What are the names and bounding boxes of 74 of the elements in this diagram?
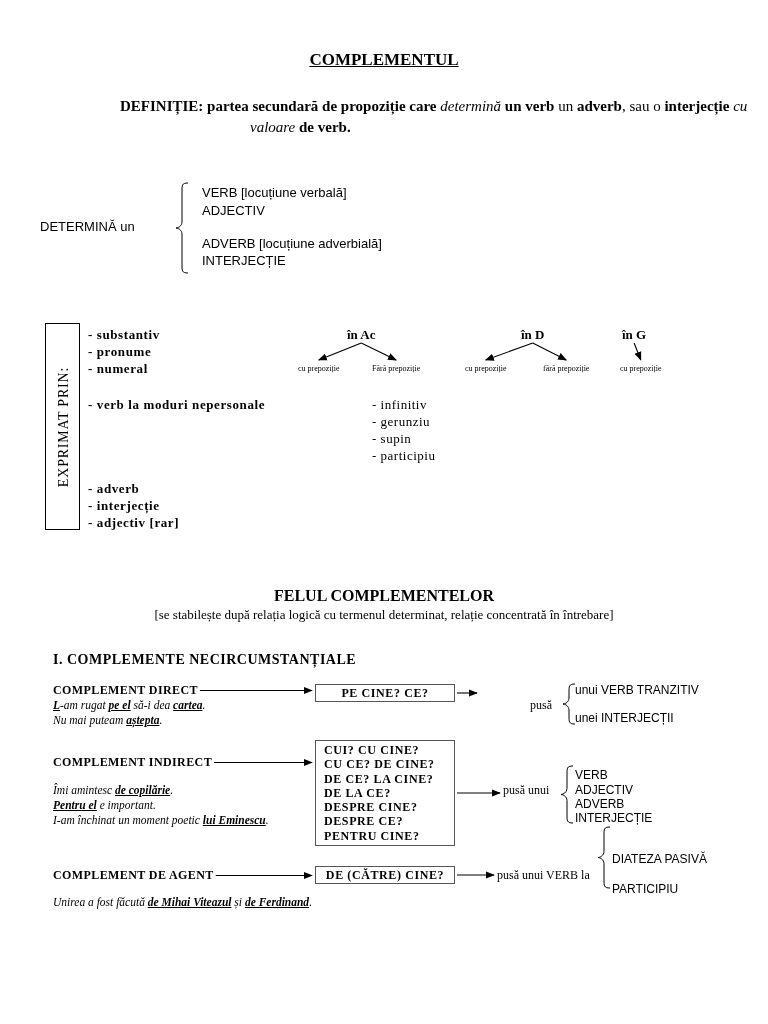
term-label: COMPLEMENT DE AGENT: [53, 868, 214, 883]
option-text: cu prepoziție: [620, 361, 662, 376]
option-text: cu prepoziție: [465, 361, 507, 376]
list-item: - gerunziu: [372, 414, 431, 429]
option-text: Fără prepoziție: [372, 361, 421, 376]
arrow: [456, 789, 501, 797]
example-sentence: Pentru el e important.: [53, 798, 156, 813]
definition-text: DEFINIȚIE: partea secundară de propoziție care determină un verb un adverb, sau o interjecție cu valoare de verb.: [120, 97, 749, 137]
list-item: - interjecție: [88, 498, 160, 513]
question-text: PENTRU CINE?: [324, 828, 421, 844]
list-item: INTERJECȚIE: [202, 253, 286, 268]
arrow: [456, 689, 478, 697]
connector-text: pusă: [530, 698, 552, 713]
question-text: DESPRE CINE?: [324, 800, 419, 815]
list-item: unui VERB TRANZITIV: [575, 683, 699, 698]
term-label: COMPLEMENT INDIRECT: [53, 755, 213, 770]
list-item: - pronume: [88, 344, 152, 359]
question-box: [315, 740, 455, 847]
list-item: - infinitiv: [372, 397, 427, 412]
list-item: ADVERB: [575, 797, 625, 812]
question-text: DE (CĂTRE) CINE?: [324, 868, 446, 882]
option-text: fără prepoziție: [543, 361, 590, 376]
example-sentence: Unirea a fost făcută de Mihai Viteazul și de Ferdinand.: [53, 895, 312, 910]
term-label: COMPLEMENT DIRECT: [53, 683, 198, 698]
list-item: - adjectiv [rar]: [88, 515, 180, 530]
arrow: [484, 342, 534, 361]
page-title: COMPLEMENTUL: [308, 50, 460, 70]
arrow: [360, 342, 397, 361]
section-heading: FELUL COMPLEMENTELOR: [273, 588, 495, 603]
arrow: [456, 871, 495, 879]
list-item: unei INTERJECȚII: [575, 711, 674, 726]
example-sentence: Îmi amintesc de copilărie.: [53, 783, 174, 798]
list-item: ADJECTIV: [575, 783, 633, 798]
arrow: [199, 686, 313, 695]
case-label: în Ac: [347, 327, 376, 342]
arrow: [213, 758, 313, 767]
list-item: INTERJECȚIE: [575, 811, 653, 826]
example-sentence: I-am închinat un moment poetic lui Eminescu.: [53, 813, 269, 828]
list-item: DIATEZA PASIVĂ: [612, 852, 707, 867]
vertical-label: EXPRIMAT PRIN:: [55, 366, 70, 487]
question-text: CU CE? DE CINE?: [324, 757, 436, 772]
list-item: - numeral: [88, 361, 148, 376]
list-item: ADJECTIV: [202, 203, 265, 218]
question-box: [315, 684, 455, 702]
question-box: [315, 866, 455, 884]
intro-text: DETERMINĂ un: [40, 219, 135, 234]
vertical-label-box: [45, 323, 80, 530]
example-sentence: Nu mai puteam aștepta.: [53, 713, 163, 728]
list-item: ADVERB [locuțiune adverbială]: [202, 236, 382, 251]
list-item: - substantiv: [88, 327, 160, 342]
list-item: - adverb: [88, 481, 140, 496]
list-item: VERB: [575, 768, 608, 783]
option-text: cu prepoziție: [298, 361, 340, 376]
question-text: CUI? CU CINE?: [324, 743, 421, 758]
subsection-heading: I. COMPLEMENTE NECIRCUMSTANȚIALE: [53, 652, 357, 667]
question-text: DE CE? LA CINE?: [324, 771, 435, 786]
section-note: [se stabilește după relația logică cu termenul determinat, relație concentrată în întrebare]: [153, 607, 615, 622]
question-text: PE CINE? CE?: [340, 686, 430, 700]
connector-text: pusă unui: [503, 783, 550, 798]
arrow: [317, 342, 362, 361]
list-item: - supin: [372, 431, 412, 446]
list-item: PARTICIPIU: [612, 882, 679, 897]
arrow: [215, 871, 313, 880]
case-label: în G: [622, 327, 647, 342]
list-item: - verb la moduri nepersonale: [88, 397, 266, 412]
example-sentence: L-am rugat pe el să-i dea cartea.: [53, 698, 206, 713]
arrow: [532, 342, 567, 361]
question-text: DE LA CE?: [324, 785, 392, 801]
arrow: [633, 342, 642, 361]
connector-text: pusă unui VERB la: [497, 868, 590, 883]
list-item: VERB [locuțiune verbală]: [202, 185, 347, 200]
question-text: DESPRE CE?: [324, 814, 404, 829]
case-label: în D: [521, 327, 545, 342]
list-item: - participiu: [372, 448, 436, 463]
